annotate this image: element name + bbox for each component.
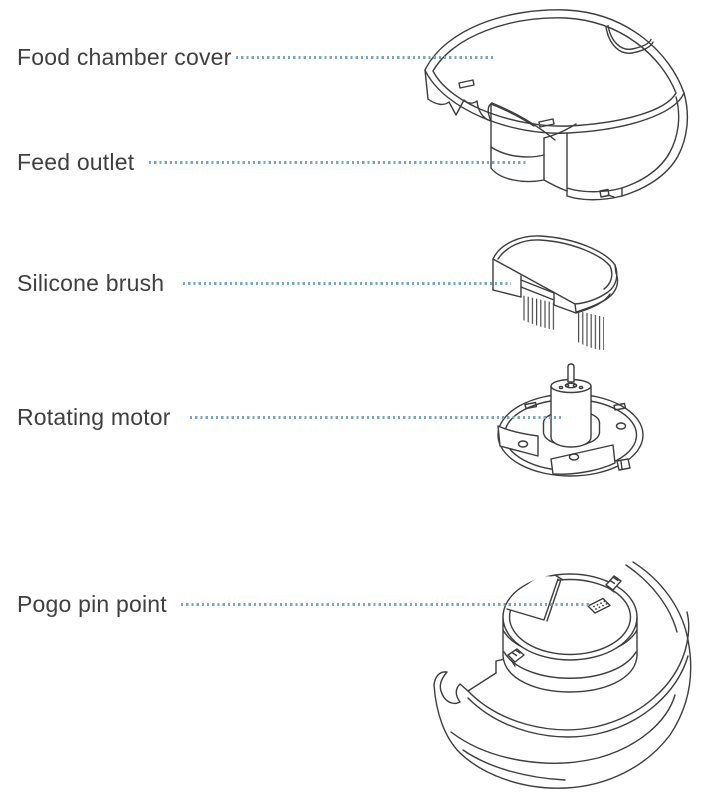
motor-cylinder — [551, 386, 591, 447]
brush-bristles — [578, 311, 604, 350]
base-bowl-outer — [434, 562, 691, 788]
label-rotating-motor: Rotating motor — [17, 404, 171, 430]
leader-line-food-chamber-cover — [236, 56, 493, 59]
food-chamber-cover-illustration — [416, 8, 708, 213]
cover-skirt-inner — [622, 97, 679, 188]
drum-notch — [507, 576, 558, 620]
label-food-chamber-cover: Food chamber cover — [17, 44, 232, 70]
rotating-motor-illustration — [481, 360, 676, 490]
base-spout — [434, 672, 468, 704]
plate-hole — [519, 441, 528, 447]
label-silicone-brush: Silicone brush — [17, 270, 165, 296]
plate-hole — [617, 423, 626, 429]
cover-inner-rim — [433, 18, 676, 126]
cover-tab — [459, 80, 474, 88]
cover-skirt-outer — [622, 93, 687, 196]
silicone-brush-illustration — [438, 232, 668, 350]
cover-left-edge — [425, 70, 428, 99]
cover-band-edge — [428, 99, 477, 115]
cover-latch — [600, 190, 609, 198]
cover-vent-crescent — [606, 27, 653, 53]
base-ledge — [468, 612, 689, 730]
label-pogo-pin-point: Pogo pin point — [17, 591, 167, 617]
motor-plate-wedge — [551, 445, 615, 474]
motor-shaft — [568, 364, 574, 382]
label-feed-outlet: Feed outlet — [17, 149, 135, 175]
brush-rim-thickness — [575, 265, 618, 312]
pogo-pin-contacts — [593, 600, 608, 610]
leader-line-feed-outlet — [149, 161, 526, 164]
base-floor-edge — [451, 695, 675, 763]
cover-tab — [539, 119, 554, 127]
base-illustration — [427, 554, 712, 796]
feed-outlet-mouth — [544, 124, 576, 138]
brush-bristles — [521, 295, 555, 330]
leader-line-rotating-motor — [190, 416, 561, 419]
plate-hole — [570, 454, 579, 460]
leader-line-pogo-pin-point — [181, 603, 589, 606]
leader-line-silicone-brush — [183, 282, 511, 285]
motor-plate-tab — [617, 459, 630, 470]
motor-plate-step — [498, 426, 538, 456]
cover-outer-rim — [425, 10, 684, 133]
base-drum-top — [503, 574, 637, 660]
